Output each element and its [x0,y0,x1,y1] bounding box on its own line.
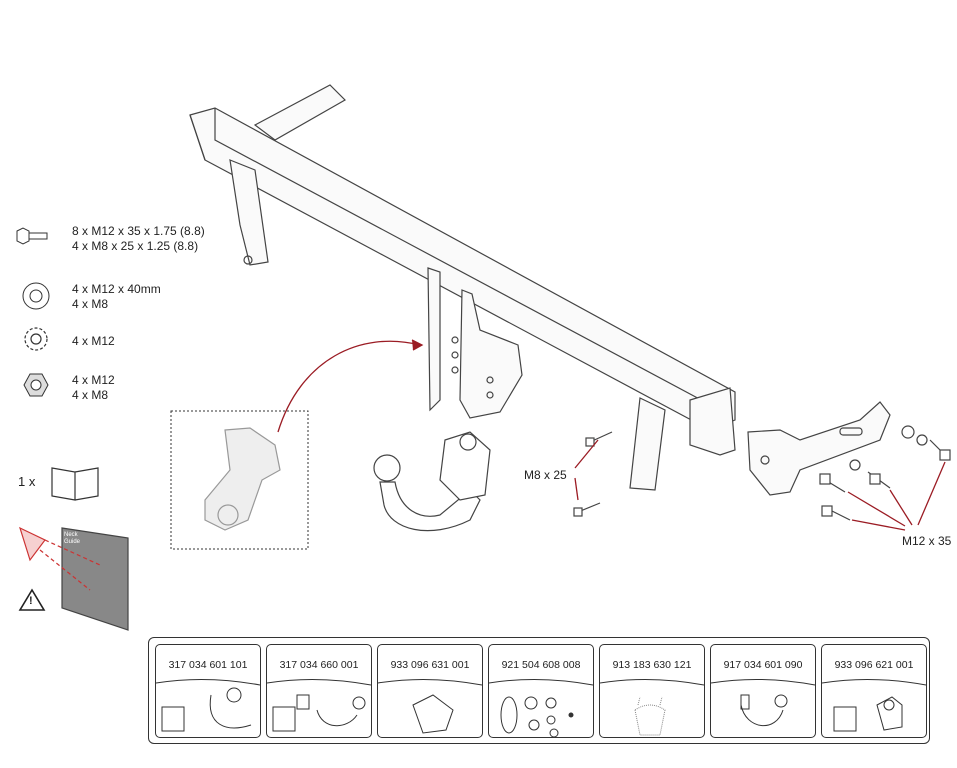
washer-icon [22,282,52,317]
part-card: 933 096 631 001 [377,644,483,738]
parts-list: 317 034 601 101 317 034 660 001 933 096 … [148,637,930,744]
part-number: 917 034 601 090 [723,659,803,671]
part-number: 933 096 631 001 [390,659,470,671]
hardware-lock-nut-line: 4 x M8 [72,388,109,402]
hardware-washer-line: 4 x M8 [72,297,109,311]
part-card: 317 034 601 101 [155,644,261,738]
part-number: 933 096 621 001 [834,659,914,671]
part-number: 913 183 630 121 [612,659,692,671]
part-number: 317 034 660 001 [279,659,359,671]
manual-quantity: 1 x [18,474,36,489]
part-number: 317 034 601 101 [168,659,248,671]
hardware-bolt-line: 8 x M12 x 35 x 1.75 (8.8) [72,224,205,238]
m12-callout: M12 x 35 [902,534,952,548]
neck-guide-label: Neck Guide [64,532,81,545]
part-number: 921 504 608 008 [501,659,581,671]
bolt-icon [15,227,51,250]
lock-washer-icon [24,327,50,358]
m8-callout: M8 x 25 [524,468,567,482]
book-icon [52,466,100,502]
hardware-bolt-line: 4 x M8 x 25 x 1.25 (8.8) [72,239,199,253]
lock-nut-icon [23,373,50,404]
part-card: 317 034 660 001 [266,644,372,738]
part-card: 933 096 621 001 [821,644,927,738]
hardware-lock-washer-line: 4 x M12 [72,334,115,348]
hardware-washer-line: 4 x M12 x 40mm [72,282,161,296]
part-card: 921 504 608 008 [488,644,594,738]
part-card: 917 034 601 090 [710,644,816,738]
hardware-lock-nut-line: 4 x M12 [72,373,115,387]
warning-icon: ! [29,595,33,607]
part-card: 913 183 630 121 [599,644,705,738]
